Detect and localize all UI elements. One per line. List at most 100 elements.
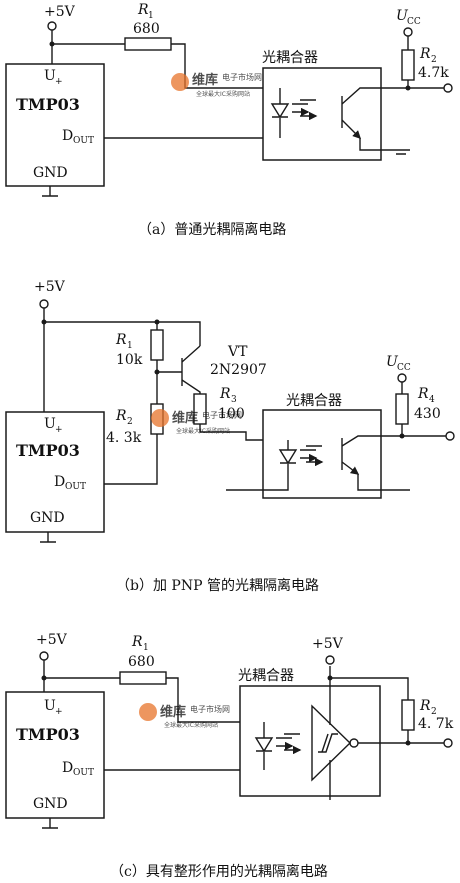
b-r4-resistor	[395, 393, 409, 425]
a-led-icon	[270, 88, 290, 138]
circuit-a: +5V R 1 680 U + TMP03 D OUT GND 光耦合器 U C…	[5, 2, 453, 238]
watermark-logo-icon	[139, 703, 157, 721]
b-transistor-name: VT	[227, 344, 248, 360]
b-r3-value: 100	[218, 406, 245, 422]
watermark-slogan: 全球最大IC采购网站	[164, 721, 218, 729]
watermark-title: 电子市场网	[222, 72, 262, 82]
a-chip-dout-sub: OUT	[73, 136, 94, 146]
a-r2-value: 4.7k	[418, 65, 449, 81]
b-led-icon	[278, 440, 298, 476]
c-tmp03-chip	[5, 691, 105, 819]
watermark-logo-icon	[171, 73, 189, 91]
b-r4-sub: 4	[429, 395, 435, 405]
a-chip-vplus: U	[44, 68, 56, 84]
b-chip-dout-sub: OUT	[65, 482, 86, 492]
c-chip-dout-sub: OUT	[73, 768, 94, 778]
c-r2-resistor	[401, 699, 415, 731]
b-output-terminal	[445, 431, 455, 441]
a-r1-resistor	[124, 37, 172, 51]
b-r2-name: R	[115, 408, 127, 424]
c-supply2-terminal	[325, 655, 335, 665]
b-tmp03-chip	[5, 411, 105, 533]
b-chip-ground	[40, 532, 56, 543]
b-chip-name: TMP03	[16, 441, 80, 460]
c-r1-resistor	[119, 671, 167, 685]
b-optocoupler	[262, 409, 382, 499]
b-ucc-terminal	[397, 373, 407, 383]
c-chip-ground	[42, 818, 58, 829]
b-supply-terminal	[39, 299, 49, 309]
c-supply2-label: +5V	[312, 636, 344, 652]
a-ucc-sub: CC	[407, 17, 421, 27]
c-led-icon	[254, 722, 274, 770]
a-chip-gnd: GND	[33, 165, 68, 181]
watermark-a: 维库 电子市场网 全球最大IC采购网站	[171, 72, 262, 98]
watermark-brand: 维库	[160, 704, 186, 720]
watermark-logo-icon	[151, 409, 169, 427]
b-chip-vplus-sub: +	[55, 425, 63, 435]
b-chip-dout: D	[54, 474, 65, 490]
a-supply-terminal	[47, 21, 57, 31]
a-r1-sub: 1	[148, 11, 154, 21]
a-ucc-label: U	[396, 8, 409, 24]
a-chip-vplus-sub: +	[55, 77, 63, 87]
a-coupler-label: 光耦合器	[262, 50, 318, 66]
c-optocoupler	[239, 685, 381, 797]
c-chip-name: TMP03	[16, 725, 80, 744]
watermark-c: 维库 电子市场网 全球最大IC采购网站	[139, 703, 230, 729]
a-caption: （a）普通光耦隔离电路	[138, 221, 286, 238]
c-r1-name: R	[131, 634, 143, 650]
c-chip-dout: D	[62, 760, 73, 776]
b-supply-label: +5V	[34, 279, 66, 295]
watermark-title: 电子市场网	[202, 410, 242, 420]
b-r2-value: 4. 3k	[106, 430, 142, 446]
a-r2-resistor	[401, 49, 415, 81]
a-r2-name: R	[419, 46, 431, 62]
c-chip-gnd: GND	[33, 796, 68, 812]
watermark-title: 电子市场网	[190, 704, 230, 714]
c-r2-value: 4. 7k	[418, 716, 454, 732]
watermark-b: 维库 电子市场网 全球最大IC采购网站	[151, 409, 242, 435]
c-output-terminal	[443, 738, 453, 748]
c-supply-terminal	[39, 651, 49, 661]
c-chip-vplus-sub: +	[55, 707, 63, 717]
b-chip-vplus: U	[44, 416, 56, 432]
b-r1-sub: 1	[127, 341, 133, 351]
b-ucc-sub: CC	[397, 363, 411, 373]
a-chip-ground	[42, 186, 58, 197]
c-coupler-label: 光耦合器	[238, 668, 294, 684]
watermark-slogan: 全球最大IC采购网站	[196, 90, 250, 98]
b-caption: （b）加 PNP 管的光耦隔离电路	[116, 577, 319, 594]
a-supply-label: +5V	[44, 4, 76, 20]
b-r4-value: 430	[414, 406, 441, 422]
watermark-brand: 维库	[192, 72, 218, 88]
c-supply-label: +5V	[36, 632, 68, 648]
a-r1-value: 680	[133, 21, 160, 37]
c-chip-vplus: U	[44, 698, 56, 714]
watermark-brand: 维库	[172, 410, 198, 426]
b-chip-gnd: GND	[30, 510, 65, 526]
a-tmp03-chip	[5, 63, 105, 187]
b-r1-value: 10k	[116, 352, 143, 368]
a-r1-name: R	[137, 2, 149, 18]
c-r1-value: 680	[128, 654, 155, 670]
b-transistor-part: 2N2907	[210, 362, 267, 378]
c-caption: （c）具有整形作用的光耦隔离电路	[110, 863, 328, 880]
b-coupler-label: 光耦合器	[286, 393, 342, 409]
c-schmitt-buffer-icon	[311, 704, 352, 782]
b-r3-sub: 3	[231, 395, 237, 405]
c-r2-sub: 2	[431, 707, 437, 717]
c-r2-name: R	[419, 698, 431, 714]
b-r4-name: R	[417, 386, 429, 402]
b-r3-name: R	[219, 386, 231, 402]
watermark-slogan: 全球最大IC采购网站	[176, 427, 230, 435]
a-ucc-terminal	[403, 27, 413, 37]
a-chip-dout: D	[62, 128, 73, 144]
c-r1-sub: 1	[143, 643, 149, 653]
b-ucc-label: U	[386, 354, 399, 370]
a-output-terminal	[443, 83, 453, 93]
a-optocoupler	[262, 67, 382, 161]
circuit-c: +5V R 1 680 U + TMP03 D OUT GND 光耦合器	[5, 632, 454, 880]
b-r1-name: R	[115, 332, 127, 348]
